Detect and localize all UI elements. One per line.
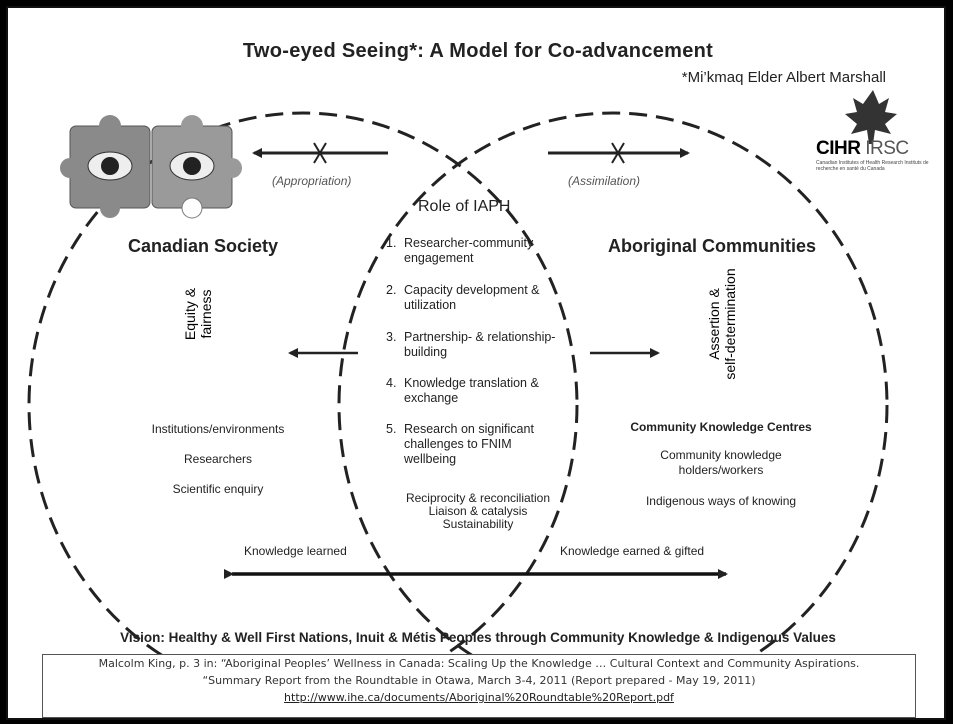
citation-line-2: “Summary Report from the Roundtable in O… [202,674,756,687]
role-number: 4. [386,376,397,390]
role-text: Partnership- & relationship-building [404,330,556,359]
right-vertical-label: Assertion & self-determination [706,264,738,384]
left-vertical-line-1: Equity & [182,287,198,341]
role-text: Capacity development & utilization [404,283,540,312]
citation-box: Malcolm King, p. 3 in: “Aboriginal Peopl… [42,654,916,718]
role-number: 3. [386,330,397,344]
left-item: Scientific enquiry [172,482,264,496]
role-text: Knowledge translation & exchange [404,376,539,405]
left-item: Institutions/environments [151,422,285,436]
citation-link[interactable]: http://www.ihe.ca/documents/Aboriginal%2… [284,691,674,704]
left-vertical-line-2: fairness [198,289,214,339]
right-item: Indigenous ways of knowing [645,494,797,508]
cihr-text: CIHR [816,138,861,159]
center-value: Liaison & catalysis [428,504,528,518]
citation-line-1: Malcolm King, p. 3 in: “Aboriginal Peopl… [98,657,860,670]
knowledge-earned-label: Knowledge earned & gifted [560,544,705,558]
cihr-logo: CIHR IRSC [816,138,909,160]
diagram-canvas: Two-eyed Seeing*: A Model for Co-advance… [6,6,946,720]
left-vertical-label: Equity & fairness [182,274,214,354]
assimilation-label: (Assimilation) [568,174,641,188]
role-item: 4. Knowledge translation & exchange [386,376,566,406]
role-text: Research on significant challenges to FN… [404,422,534,466]
cihr-logo-small-text: Canadian Institutes of Health Research I… [816,160,944,172]
center-values: Reciprocity & reconciliation Liaison & c… [378,492,578,531]
role-item: 1. Researcher-community engagement [386,236,566,266]
right-vertical-line-1: Assertion & [706,288,722,360]
appropriation-label: (Appropriation) [272,174,352,188]
role-text: Researcher-community engagement [404,236,534,265]
role-number: 1. [386,236,397,250]
knowledge-learned-label: Knowledge learned [244,544,347,558]
role-number: 2. [386,283,397,297]
cihr-small-fr: Instituts de recherche en santé du Canad… [816,160,929,172]
center-value: Sustainability [442,517,514,531]
appropriation-cross-icon [313,142,327,164]
center-heading: Role of IAPH [418,198,511,215]
center-value: Reciprocity & reconciliation [405,491,551,505]
cihr-small-en: Canadian Institutes of Health Research [816,160,903,166]
page-title: Two-eyed Seeing*: A Model for Co-advance… [242,40,714,62]
irsc-text: IRSC [865,138,909,159]
vision-statement: Vision: Healthy & Well First Nations, In… [120,630,836,645]
right-vertical-line-2: self-determination [722,268,738,380]
role-item: 2. Capacity development & utilization [386,283,566,313]
right-heading: Aboriginal Communities [608,236,817,256]
attribution: *Mi’kmaq Elder Albert Marshall [681,69,886,86]
left-item: Researchers [183,452,253,466]
assimilation-cross-icon [611,142,625,164]
left-heading: Canadian Society [128,236,279,256]
community-knowledge-heading: Community Knowledge Centres [630,420,812,434]
cihr-leaf-icon [845,90,897,144]
puzzle-eyes-icon [60,115,242,219]
role-number: 5. [386,422,397,436]
role-item: 5. Research on significant challenges to … [386,422,566,467]
diagram-lines [27,90,897,699]
right-item: Community knowledge [660,448,782,462]
right-item: holders/workers [678,463,764,477]
role-item: 3. Partnership- & relationship-building [386,330,576,360]
